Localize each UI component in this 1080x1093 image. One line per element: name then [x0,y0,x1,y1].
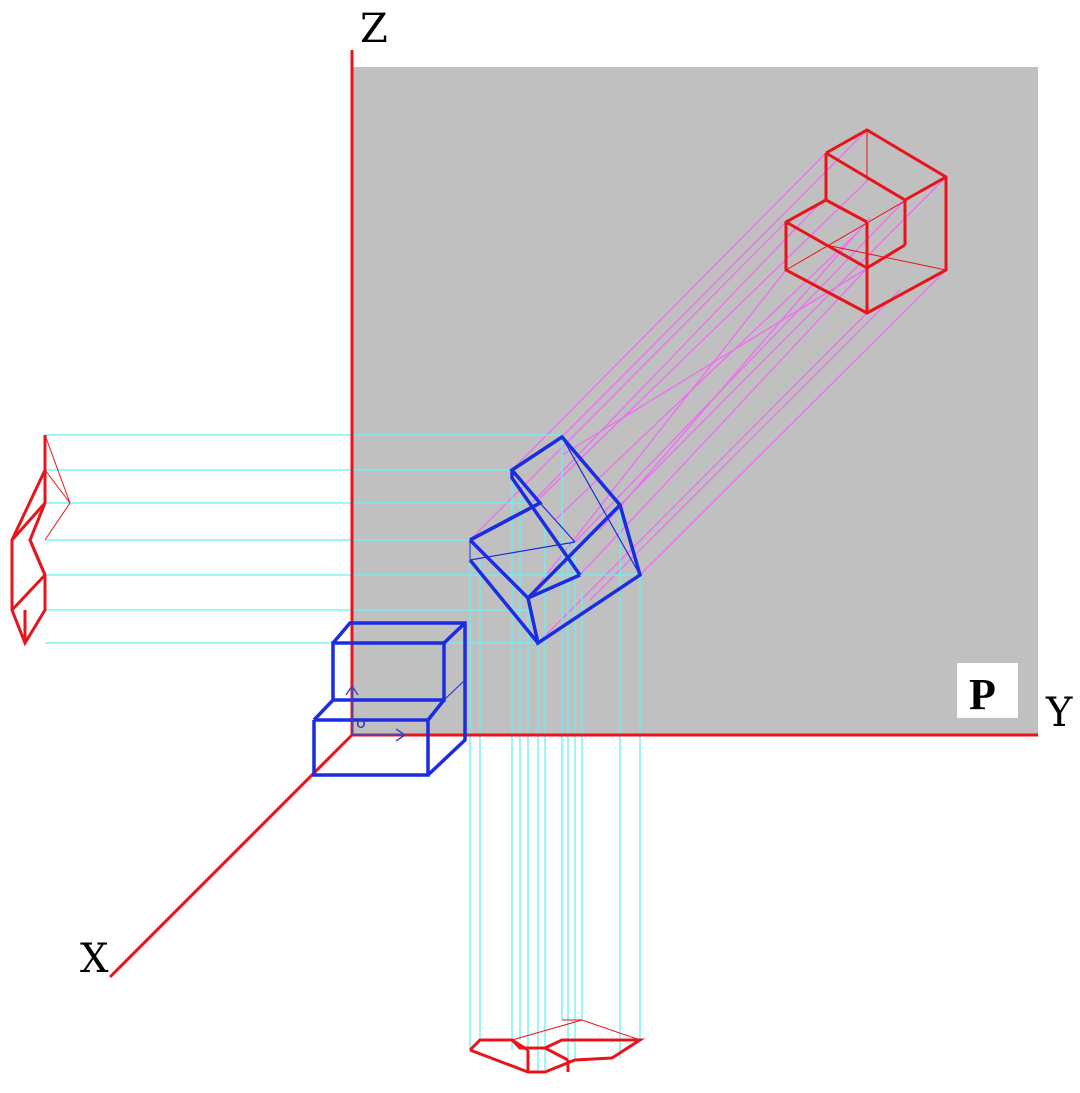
y-axis-label: Y [1045,690,1073,736]
rotated-object [468,434,643,646]
origin-marker [345,684,407,742]
bottom-view-projection [468,1038,646,1074]
side-view-projection [10,435,47,647]
side-view-projectors [45,434,640,644]
x-axis [108,733,354,979]
z-axis-label: Z [360,6,388,52]
x-axis-label: X [80,936,109,982]
plane-label-box [957,663,1018,718]
oblique-projectors [469,129,947,644]
origin-label: o [356,713,366,732]
plane-projection-thin [785,130,947,271]
rotated-object-hidden-edges [469,436,641,576]
top-view-projectors [469,437,641,1072]
side-view-projection-thin [44,434,71,541]
original-object [312,621,467,777]
plane-label: P [969,670,996,719]
bottom-view-projection-thin [511,1019,641,1041]
